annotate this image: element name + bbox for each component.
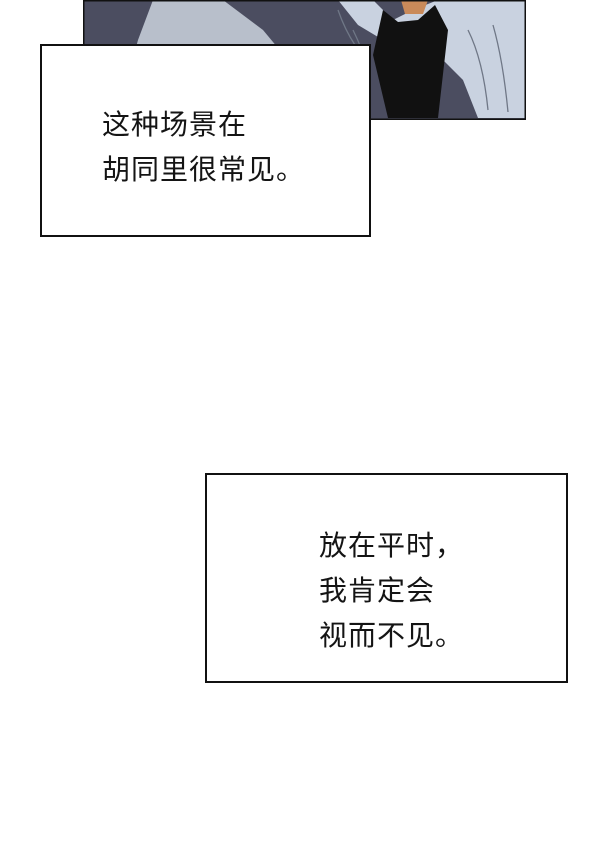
- caption-1-line-1: 这种场景在: [102, 108, 248, 141]
- caption-2-line-1: 放在平时，: [319, 529, 465, 562]
- caption-1-line-2: 胡同里很常见。: [102, 153, 306, 186]
- caption-2-line-3: 视而不见。: [319, 619, 465, 652]
- caption-text-2: 放在平时， 我肯定会 视而不见。: [319, 523, 464, 658]
- caption-text-1: 这种场景在 胡同里很常见。: [102, 102, 305, 192]
- caption-box-2: 放在平时， 我肯定会 视而不见。: [205, 473, 568, 683]
- caption-box-1: 这种场景在 胡同里很常见。: [40, 44, 371, 237]
- caption-2-line-2: 我肯定会: [319, 574, 436, 607]
